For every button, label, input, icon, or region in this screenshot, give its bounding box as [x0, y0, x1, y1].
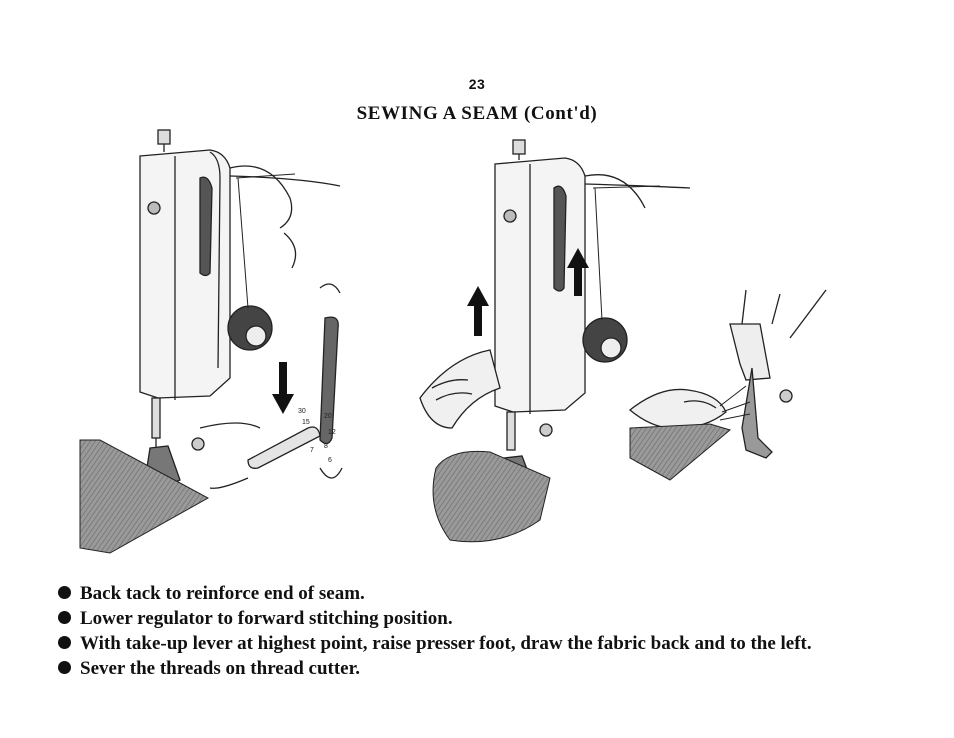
page-title: SEWING A SEAM (Cont'd) [356, 103, 598, 124]
instruction-text: Sever the threads on thread cutter. [80, 658, 361, 679]
right-machine-drawing [419, 139, 827, 499]
dial-label: 30 [298, 408, 306, 415]
bullet-icon [58, 661, 71, 674]
instruction-text: With take-up lever at highest point, rai… [80, 633, 812, 654]
sewing-machine-illustration: 30 15 20 12 8 7 6 [79, 129, 827, 554]
dial-label: 7 [310, 447, 314, 454]
right-fabric [432, 450, 551, 543]
instruction-text: Lower regulator to forward stitching pos… [80, 608, 453, 629]
right-fabric-strip [629, 423, 732, 481]
instruction-item: Sever the threads on thread cutter. [58, 656, 938, 681]
dial-label: 6 [328, 457, 332, 464]
page-number: 23 [468, 76, 486, 92]
arrow-down-icon [272, 362, 294, 414]
bullet-icon [58, 611, 71, 624]
arrow-up-icon [467, 286, 489, 336]
dial-label: 8 [324, 443, 328, 450]
left-fabric [79, 439, 210, 554]
instruction-item: Back tack to reinforce end of seam. [58, 581, 938, 606]
dial-label: 12 [328, 429, 336, 436]
dial-label: 15 [302, 419, 310, 426]
bullet-icon [58, 586, 71, 599]
instruction-text: Back tack to reinforce end of seam. [80, 583, 365, 604]
left-machine-drawing [139, 129, 343, 489]
instruction-list: Back tack to reinforce end of seam. Lowe… [58, 581, 938, 681]
stitch-length-dial-labels: 30 15 20 12 8 7 6 [298, 408, 336, 464]
arrow-up-icon [567, 248, 589, 296]
instruction-item: Lower regulator to forward stitching pos… [58, 606, 938, 631]
bullet-icon [58, 636, 71, 649]
instruction-item: With take-up lever at highest point, rai… [58, 631, 938, 656]
dial-label: 20 [324, 413, 332, 420]
